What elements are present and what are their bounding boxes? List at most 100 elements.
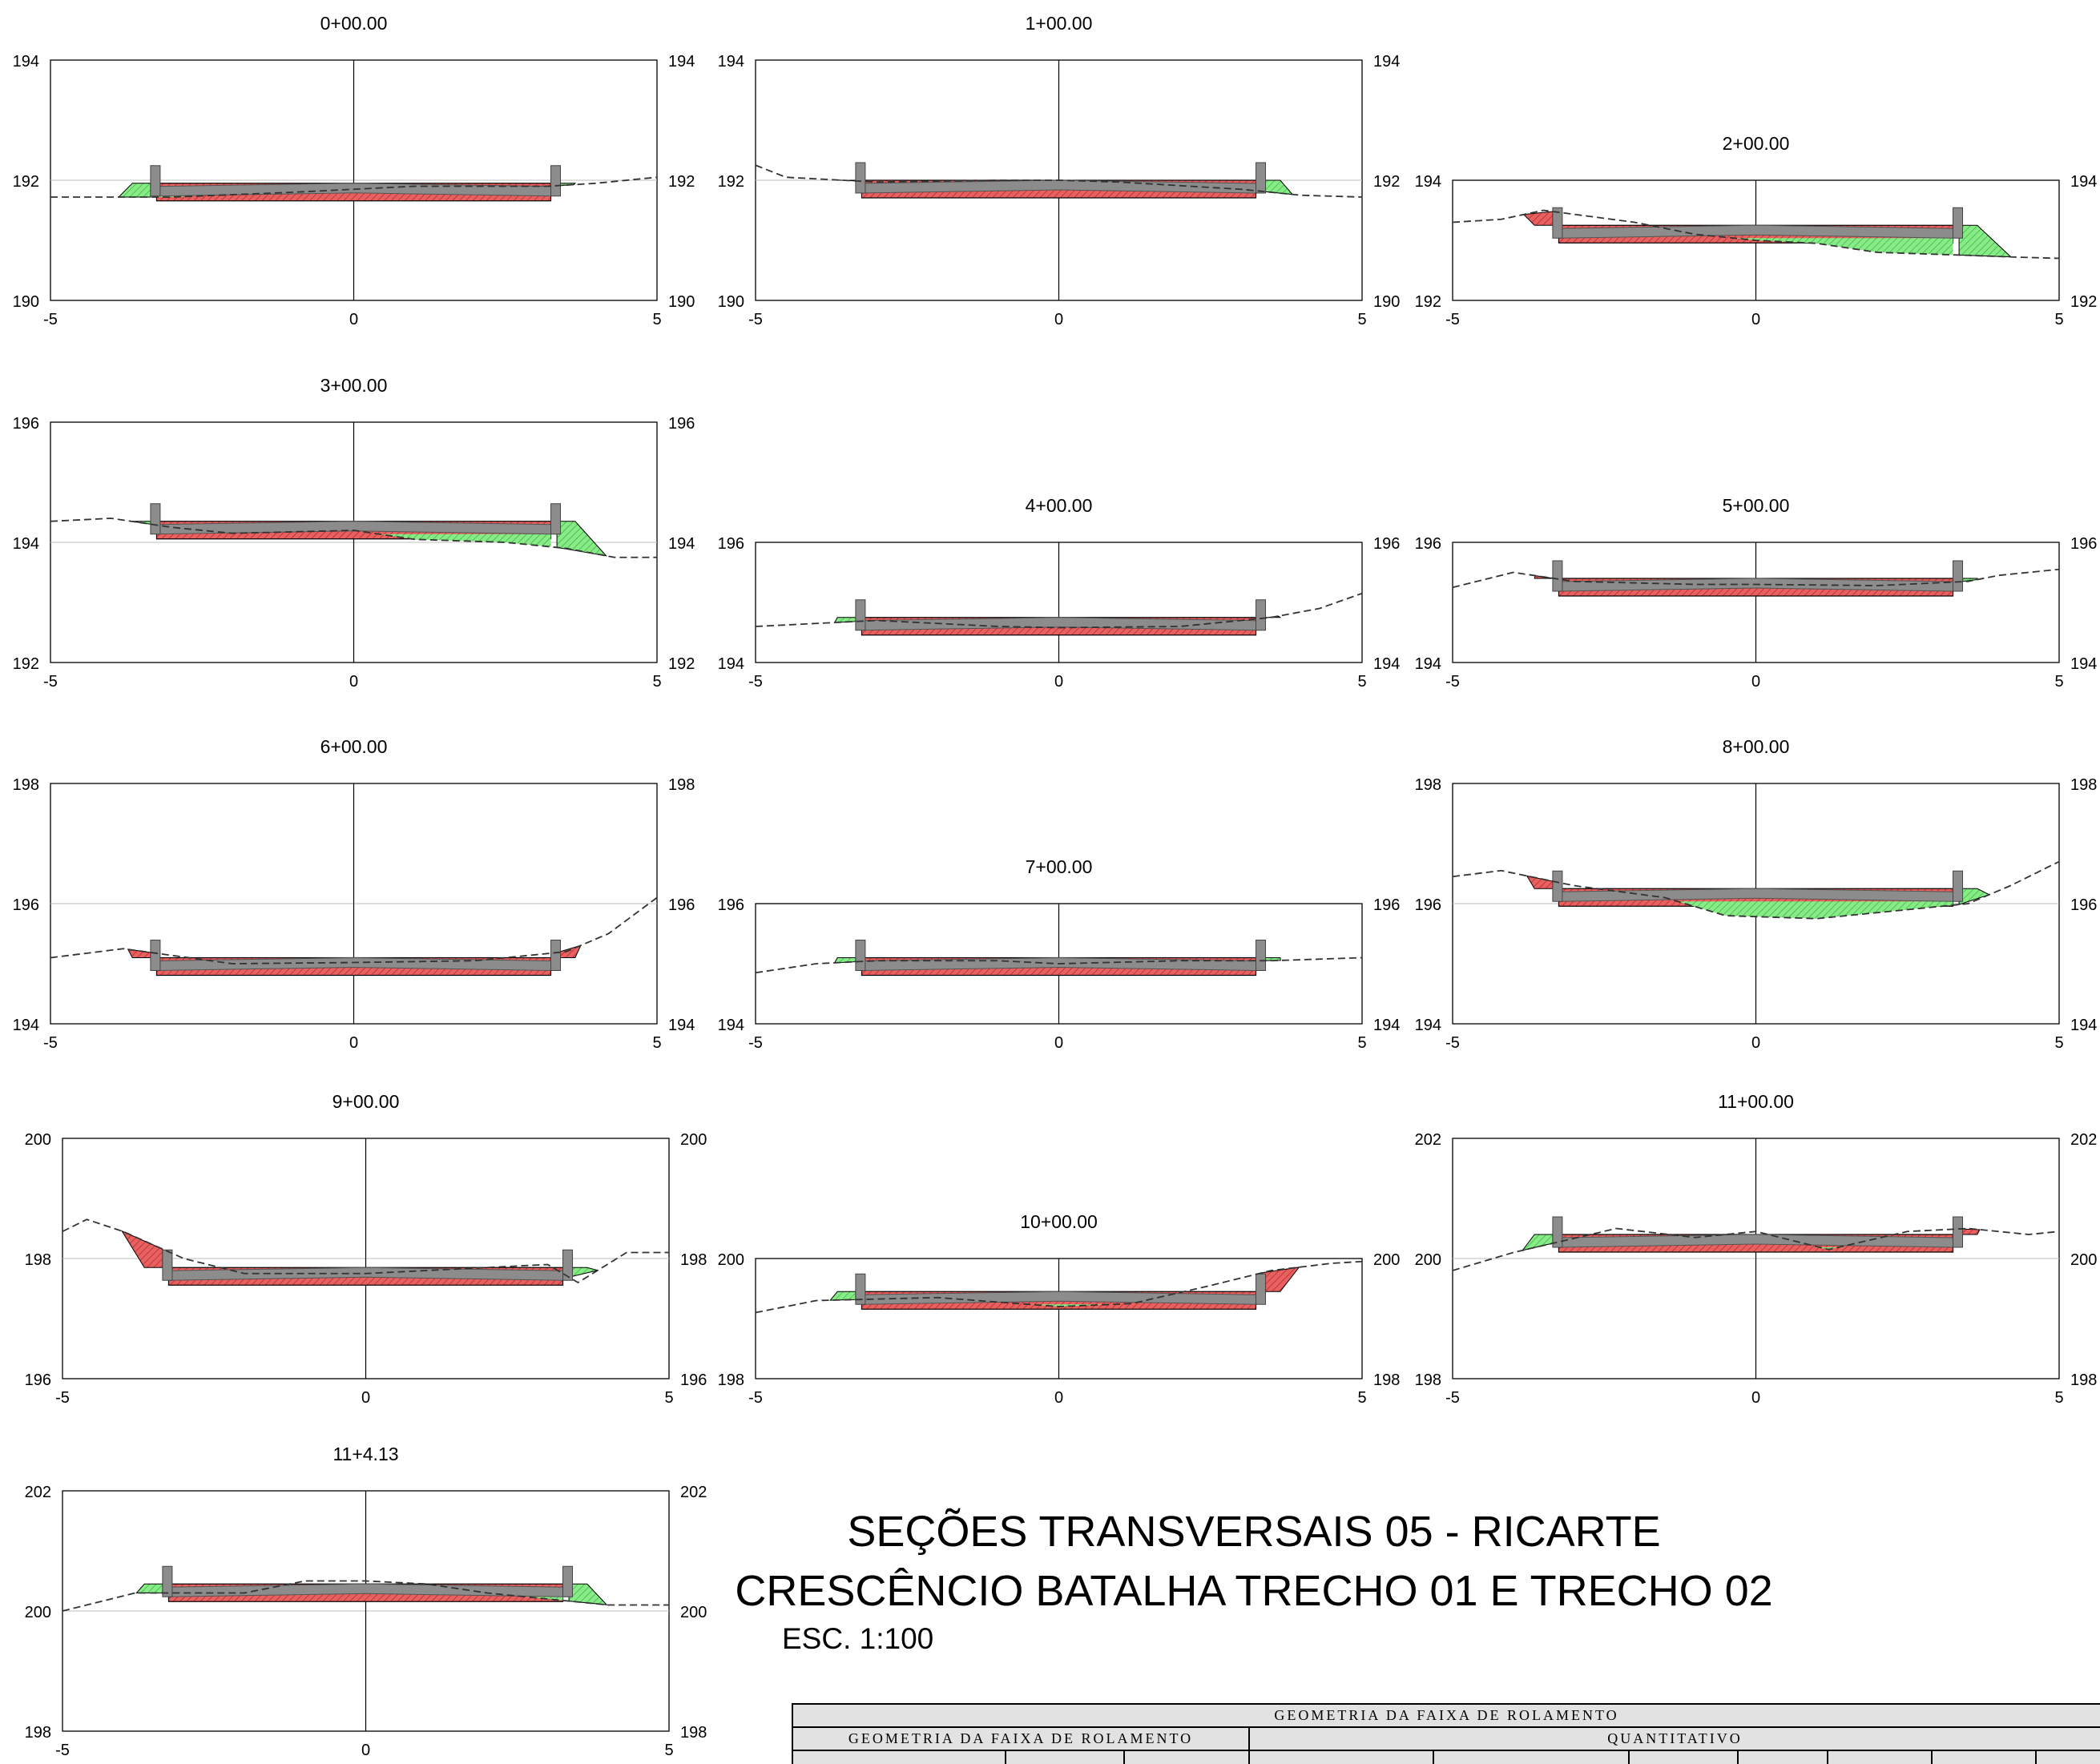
curb: [1256, 162, 1267, 194]
drawing-title: SEÇÕES TRANSVERSAIS 05 - RICARTE: [847, 1508, 1661, 1556]
x-tick-label: 5: [1357, 311, 1366, 328]
drawing-subtitle: CRESCÊNCIO BATALHA TRECHO 01 E TRECHO 02: [735, 1567, 1773, 1615]
y-tick-label-left: 192: [13, 173, 39, 191]
y-tick-label-right: 198: [2070, 776, 2097, 794]
y-tick-label-right: 194: [2070, 1017, 2097, 1034]
y-tick-label-left: 202: [25, 1484, 51, 1501]
section-station-label: 3+00.00: [320, 375, 388, 396]
curb: [855, 599, 866, 631]
x-tick-label: 5: [1357, 673, 1366, 691]
y-tick-label-left: 194: [1415, 655, 1441, 673]
x-tick-label: 5: [1357, 1389, 1366, 1407]
curb: [1953, 870, 1964, 902]
curb: [162, 1565, 173, 1597]
curb: [1552, 207, 1563, 239]
y-tick-label-left: 194: [13, 1017, 39, 1034]
section-station-label: 0+00.00: [320, 13, 388, 34]
x-tick-label: -5: [43, 1034, 58, 1052]
y-tick-label-left: 194: [1415, 1017, 1441, 1034]
x-tick-label: 0: [1054, 673, 1063, 691]
y-tick-label-right: 196: [680, 1371, 707, 1389]
curb: [162, 1249, 173, 1281]
section-station-label: 11+4.13: [333, 1444, 398, 1464]
y-tick-label-right: 198: [680, 1724, 707, 1742]
ground-line: [1452, 568, 2060, 589]
curb: [1256, 940, 1267, 971]
y-tick-label-left: 198: [718, 1371, 744, 1389]
y-tick-label-right: 190: [1373, 293, 1400, 311]
table-header: GEOMETRIA DA FAIXA DE ROLAMENTO: [793, 1705, 2100, 1728]
y-tick-label-right: 192: [2070, 293, 2097, 311]
curb: [550, 503, 562, 535]
y-tick-label-right: 202: [680, 1484, 707, 1501]
ground-line: [1452, 860, 2060, 920]
y-tick-label-right: 200: [2070, 1251, 2097, 1269]
section-station-label: 10+00.00: [1020, 1211, 1098, 1232]
ground-line: [50, 896, 658, 965]
y-tick-label-left: 198: [1415, 776, 1441, 794]
x-tick-label: -5: [1445, 673, 1460, 691]
y-tick-label-right: 194: [668, 1017, 695, 1034]
y-tick-label-left: 192: [718, 173, 744, 191]
x-tick-label: 0: [361, 1389, 370, 1407]
ground-line: [62, 1580, 669, 1612]
curb: [855, 162, 866, 194]
x-tick-label: 0: [349, 311, 358, 328]
x-tick-label: 5: [664, 1742, 673, 1759]
x-tick-label: 0: [1751, 1034, 1760, 1052]
ground-line: [62, 1218, 669, 1284]
y-tick-label-right: 200: [1373, 1251, 1400, 1269]
x-tick-label: 0: [1054, 1389, 1063, 1407]
y-tick-label-left: 196: [1415, 535, 1441, 553]
table-divider: [1737, 1751, 1739, 1764]
ground-line: [1452, 209, 2060, 260]
y-tick-label-right: 192: [668, 173, 695, 191]
x-tick-label: -5: [43, 311, 58, 328]
x-tick-label: 0: [1054, 1034, 1063, 1052]
section-station-label: 8+00.00: [1723, 736, 1790, 757]
y-tick-label-left: 200: [718, 1251, 744, 1269]
y-tick-label-left: 196: [13, 415, 39, 433]
ground-line: [50, 518, 657, 558]
curb: [1953, 207, 1964, 239]
curb: [1552, 1216, 1563, 1248]
table-divider: [1931, 1751, 1933, 1764]
y-tick-label-right: 196: [1373, 896, 1400, 914]
y-tick-label-left: 196: [718, 896, 744, 914]
y-tick-label-right: 192: [668, 655, 695, 673]
y-tick-label-left: 194: [13, 53, 39, 70]
section-station-label: 2+00.00: [1723, 133, 1790, 154]
y-tick-label-right: 194: [1373, 53, 1400, 70]
ground-line: [755, 957, 1363, 974]
x-tick-label: 0: [1751, 1389, 1760, 1407]
curb: [1256, 599, 1267, 631]
y-tick-label-left: 194: [1415, 173, 1441, 191]
drawing-scale: ESC. 1:100: [782, 1622, 934, 1655]
x-tick-label: 0: [1751, 673, 1760, 691]
y-tick-label-right: 198: [1373, 1371, 1400, 1389]
y-tick-label-left: 192: [13, 655, 39, 673]
y-tick-label-right: 202: [2070, 1131, 2097, 1149]
section-station-label: 1+00.00: [1026, 13, 1093, 34]
table-col-geometry: GEOMETRIA DA FAIXA DE ROLAMENTO: [793, 1728, 1250, 1751]
y-tick-label-right: 194: [1373, 1017, 1400, 1034]
section-station-label: 9+00.00: [333, 1091, 400, 1112]
section-station-label: 4+00.00: [1026, 495, 1093, 516]
y-tick-label-left: 200: [25, 1131, 51, 1149]
y-tick-label-left: 202: [1415, 1131, 1441, 1149]
table-divider: [1005, 1751, 1006, 1764]
y-tick-label-right: 196: [1373, 535, 1400, 553]
table-divider: [1248, 1751, 1250, 1764]
x-tick-label: 5: [2054, 1389, 2063, 1407]
fill-area: [861, 1304, 1256, 1307]
x-tick-label: 0: [1751, 311, 1760, 328]
table-divider: [2035, 1751, 2037, 1764]
x-tick-label: 5: [664, 1389, 673, 1407]
x-tick-label: -5: [55, 1742, 70, 1759]
